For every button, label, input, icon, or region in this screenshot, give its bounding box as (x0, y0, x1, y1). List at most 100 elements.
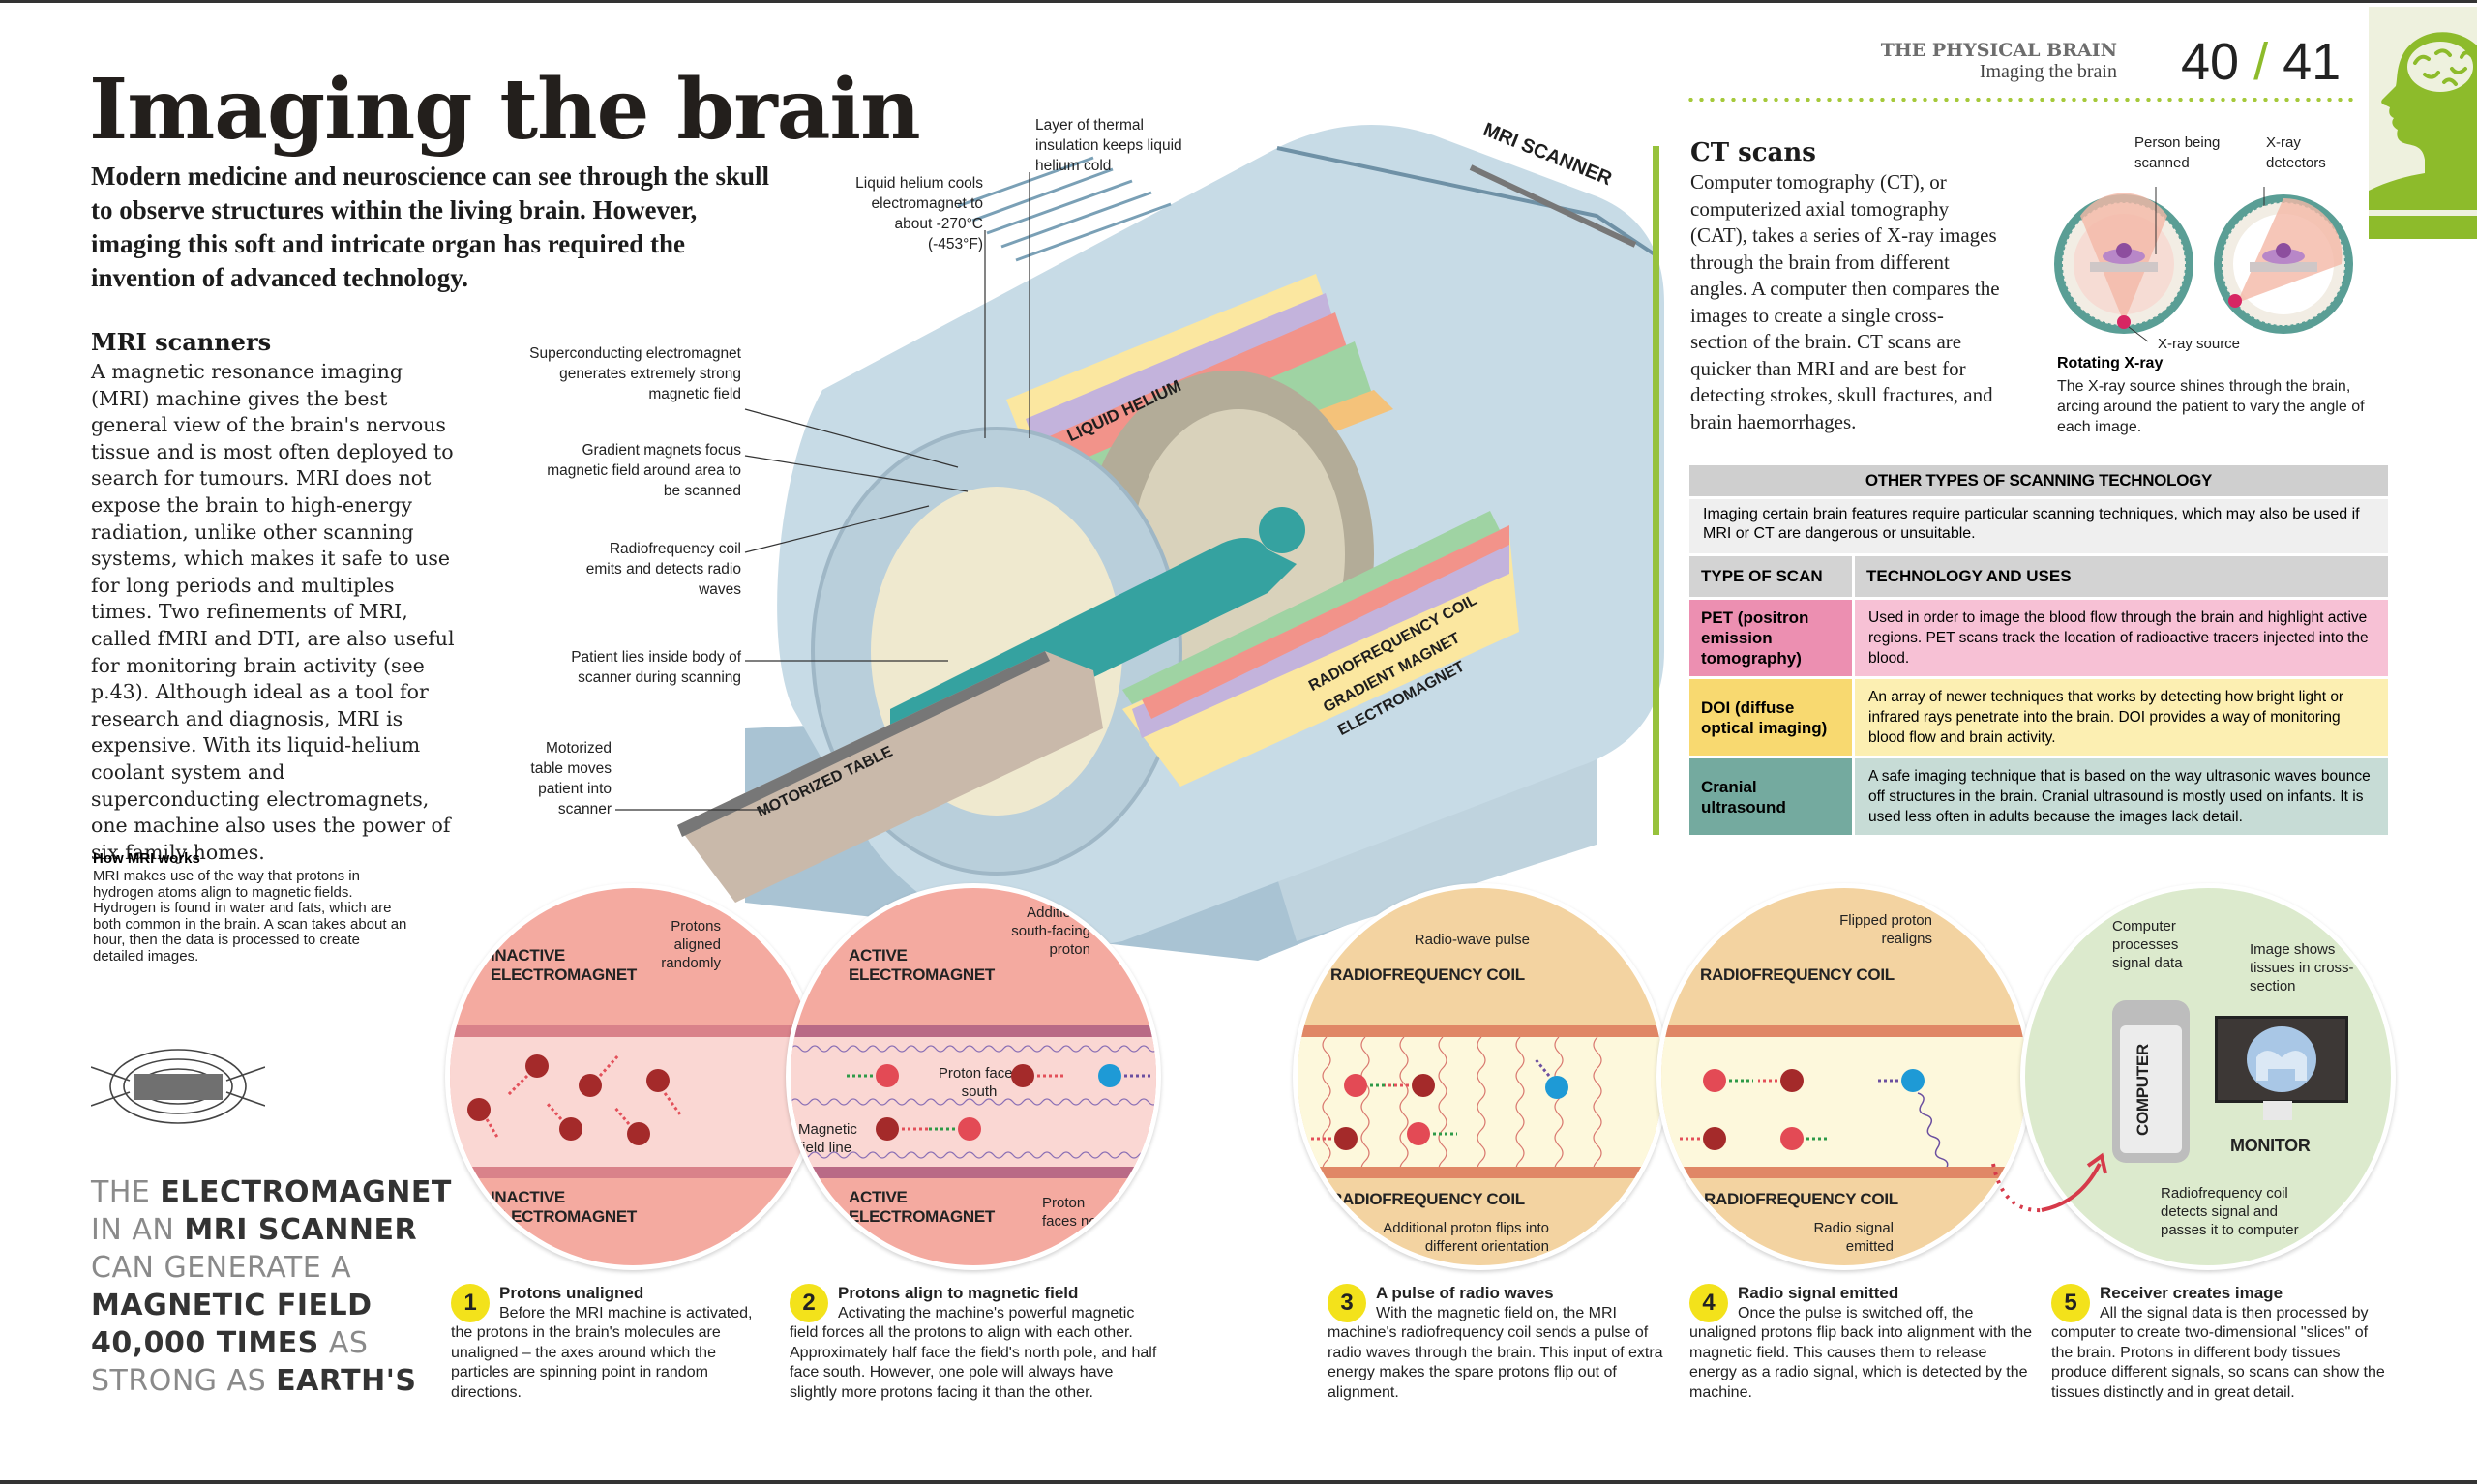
step-heading: Protons align to magnetic field (838, 1284, 1079, 1302)
scan-types-table: OTHER TYPES OF SCANNING TECHNOLOGY Imagi… (1689, 462, 2388, 838)
note-radio-pulse: Radio-wave pulse (1414, 932, 1530, 948)
head-brain-icon (2369, 32, 2477, 239)
ct-label-source: X-ray source (2158, 336, 2241, 352)
step-body: With the magnetic field on, the MRI mach… (1328, 1304, 1663, 1401)
monitor-screen (2215, 1016, 2348, 1103)
aligned-protons (791, 1045, 1156, 1159)
scan-uses: An array of newer techniques that works … (1855, 679, 2388, 756)
step-2: 2 Protons align to magnetic field Activa… (790, 1284, 1162, 1403)
fact-text: AS (318, 1326, 369, 1360)
note-extra-proton: Additional south-facing proton (1011, 905, 1090, 958)
bar-magnet-icon (90, 1038, 266, 1140)
scan-type: PET (positron emission tomography) (1689, 600, 1855, 676)
ct-accent-bar (1653, 146, 1659, 835)
circle-radio-pulse: RADIOFREQUENCY COIL RADIOFREQUENCY COIL … (1293, 883, 1668, 1270)
subsection-name: Imaging the brain (1979, 61, 2117, 82)
step-heading: A pulse of radio waves (1376, 1284, 1554, 1302)
ct-diagram: Person being scanned X-ray detectors X-r… (2051, 129, 2380, 352)
callout-table: Motorized table moves patient into scann… (530, 740, 612, 817)
step-body: All the signal data is then processed by… (2051, 1304, 2385, 1401)
scan-uses: Used in order to image the blood flow th… (1855, 600, 2388, 676)
scan-type: Cranial ultrasound (1689, 758, 1855, 835)
note-rf-coil: Radiofrequency coil detects signal and p… (2161, 1185, 2299, 1238)
circle-receiver: Computer processes signal data Image sho… (2020, 883, 2396, 1270)
circle-bottom-label: INACTIVE ELECTROMAGNET (491, 1188, 637, 1226)
note-random: Protons aligned randomly (661, 918, 721, 971)
step-body: Activating the machine's powerful magnet… (790, 1304, 1157, 1401)
table-row: PET (positron emission tomography) Used … (1689, 600, 2388, 676)
circle-top-label: RADIOFREQUENCY COIL (1330, 965, 1525, 984)
step-3: 3 A pulse of radio waves With the magnet… (1328, 1284, 1666, 1403)
computer-tower: COMPUTER (2112, 1000, 2190, 1163)
rotating-xray-heading: Rotating X-ray (2057, 355, 2164, 371)
step-5: 5 Receiver creates image All the signal … (2051, 1284, 2390, 1403)
note-computer: Computer processes signal data (2112, 918, 2183, 971)
table-intro: Imaging certain brain features require p… (1689, 499, 2388, 553)
computer-label: COMPUTER (2134, 1044, 2152, 1136)
step-body: Before the MRI machine is activated, the… (451, 1304, 753, 1401)
how-mri-heading: How MRI works (93, 850, 200, 867)
note-field-line: Magnetic field line (798, 1121, 857, 1156)
step-body: Once the pulse is switched off, the unal… (1689, 1304, 2032, 1401)
step-heading: Protons unaligned (499, 1284, 644, 1302)
callout-helium: Liquid helium cools electromagnet to abo… (855, 175, 983, 252)
magnet-fact: THE ELECTROMAGNET IN AN MRI SCANNER CAN … (91, 1173, 452, 1400)
step-number-badge: 2 (790, 1284, 828, 1322)
circle-protons-unaligned: INACTIVE ELECTROMAGNET INACTIVE ELECTROM… (445, 883, 821, 1270)
step-heading: Receiver creates image (2100, 1284, 2283, 1302)
chapter-tab (2369, 7, 2477, 239)
ct-label-person: Person being scanned (2134, 134, 2221, 171)
ct-ring-left (2054, 193, 2193, 334)
mri-heading: MRI scanners (91, 328, 272, 356)
note-proton-flips: Additional proton flips into different o… (1383, 1220, 1549, 1255)
page-numbers: 40 / 41 (2181, 32, 2341, 92)
ct-body: Computer tomography (CT), or computerize… (1690, 170, 2000, 433)
callout-superconducting: Superconducting electromagnet generates … (529, 345, 741, 402)
circle-protons-align: ACTIVE ELECTROMAGNET ACTIVE ELECTROMAGNE… (786, 883, 1161, 1270)
callout-thermal: Layer of thermal insulation keeps liquid… (1035, 117, 1182, 174)
step-number-badge: 4 (1689, 1284, 1728, 1322)
note-realigns: Flipped proton realigns (1839, 912, 1932, 947)
fact-text: THE (91, 1175, 161, 1209)
callout-patient: Patient lies inside body of scanner duri… (571, 649, 741, 686)
brain-scan-icon (2247, 1026, 2316, 1092)
table-row: Cranial ultrasound A safe imaging techni… (1689, 758, 2388, 835)
page-title: Imaging the brain (89, 61, 921, 159)
fact-text: IN AN (91, 1213, 185, 1247)
mri-body: A magnetic resonance imaging (MRI) machi… (91, 360, 455, 864)
dotted-divider (1686, 98, 2353, 102)
column-header: TECHNOLOGY AND USES (1855, 556, 2388, 597)
step-number-badge: 1 (451, 1284, 490, 1322)
radio-waves (1309, 1037, 1602, 1167)
column-header: TYPE OF SCAN (1689, 556, 1855, 597)
step-heading: Radio signal emitted (1738, 1284, 1899, 1302)
circle-bottom-label: RADIOFREQUENCY COIL (1330, 1190, 1525, 1208)
note-faces-south: Proton faces south (938, 1065, 1021, 1100)
running-header: THE PHYSICAL BRAIN Imaging the brain (1881, 40, 2117, 83)
fact-text-bold: 40,000 TIMES (91, 1326, 319, 1360)
circle-bottom-label: ACTIVE ELECTROMAGNET (849, 1188, 995, 1226)
table-row: DOI (diffuse optical imaging) An array o… (1689, 679, 2388, 756)
ct-heading: CT scans (1690, 138, 1816, 167)
note-faces-north: Proton faces north (1042, 1195, 1115, 1230)
circle-bottom-label: RADIOFREQUENCY COIL (1704, 1190, 1898, 1208)
fact-text-bold: ELECTROMAGNET (160, 1175, 452, 1209)
random-protons (467, 1053, 682, 1145)
page-separator: / (2253, 33, 2269, 91)
realigned-protons (1679, 1069, 1949, 1167)
fact-text: CAN GENERATE A (91, 1251, 352, 1285)
fact-text-bold: EARTH'S (276, 1364, 417, 1398)
monitor-label: MONITOR (2230, 1136, 2311, 1155)
note-signal-emitted: Radio signal emitted (1813, 1220, 1894, 1255)
ct-label-detectors: X-ray detectors (2266, 134, 2326, 171)
step-number-badge: 3 (1328, 1284, 1366, 1322)
circle-top-label: ACTIVE ELECTROMAGNET (849, 946, 995, 984)
callout-rf-coil: Radiofrequency coil emits and detects ra… (585, 541, 741, 598)
table-caption: OTHER TYPES OF SCANNING TECHNOLOGY (1689, 465, 2388, 496)
step-4: 4 Radio signal emitted Once the pulse is… (1689, 1284, 2038, 1403)
rotating-xray-body: The X-ray source shines through the brai… (2057, 378, 2365, 435)
signal-arrow (1991, 1152, 2107, 1213)
fact-text-bold: MAGNETIC FIELD (91, 1289, 373, 1322)
circle-top-label: INACTIVE ELECTROMAGNET (491, 946, 637, 984)
scan-type: DOI (diffuse optical imaging) (1689, 679, 1855, 756)
